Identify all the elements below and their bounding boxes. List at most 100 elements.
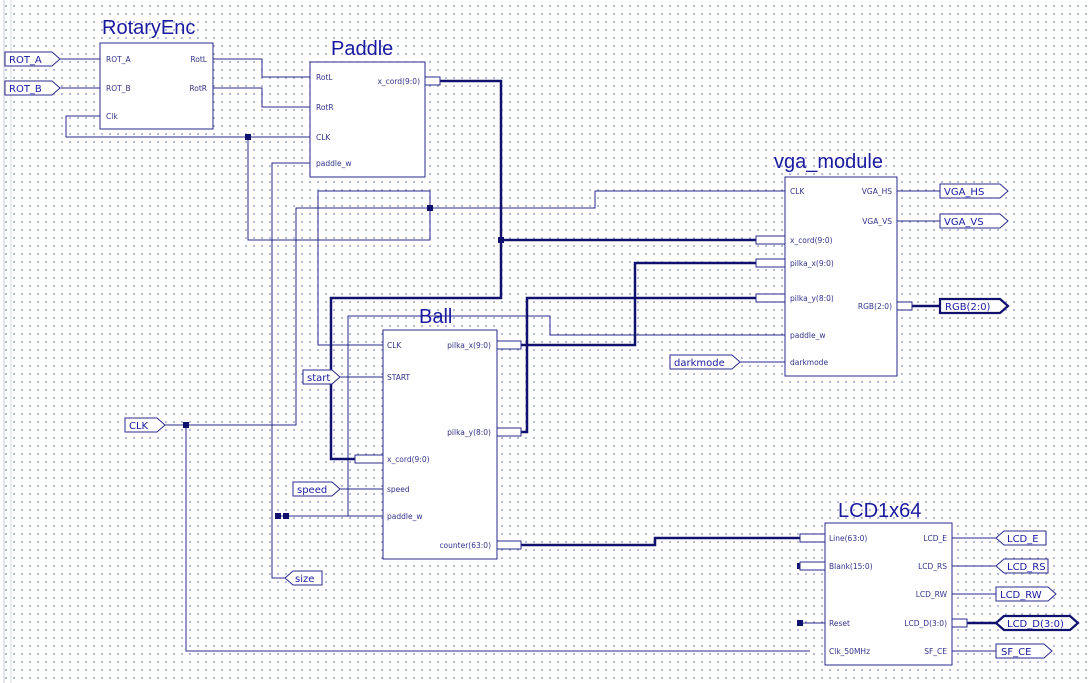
pin-label: RotL <box>316 73 333 82</box>
output-port-sf-ce[interactable]: SF_CE <box>995 643 1053 659</box>
port-label: LCD_RW <box>1000 590 1042 601</box>
bus-pin <box>755 258 786 268</box>
bus-pin <box>755 293 786 303</box>
block-paddle[interactable]: Paddle RotL RotR CLK paddle_w x_cord(9:0… <box>309 38 441 178</box>
port-label: LCD_RS <box>1007 562 1046 573</box>
bus-pin <box>799 533 826 543</box>
wire <box>213 58 310 78</box>
pin-label: LCD_RW <box>916 590 948 599</box>
port-label: CLK <box>129 421 149 432</box>
output-port-rgb[interactable]: RGB(2:0) <box>938 297 1010 315</box>
block-vga-module[interactable]: vga_module CLK x_cord(9:0) pilka_x(9:0) … <box>755 151 913 377</box>
wire <box>271 162 310 579</box>
wire <box>185 425 810 652</box>
junction-dot <box>183 422 189 428</box>
pin-label: pilka_y(8:0) <box>790 294 834 303</box>
pin-label: ROT_B <box>106 84 131 93</box>
pin-label: VGA_HS <box>862 187 892 196</box>
junction-dot <box>283 513 289 519</box>
pin-label: speed <box>387 485 410 494</box>
pin-label: LCD_E <box>923 534 947 543</box>
pin-label: Line(63:0) <box>829 534 867 543</box>
pin-label: SF_CE <box>924 647 947 656</box>
junction-dot <box>797 620 803 626</box>
port-label: speed <box>297 485 327 496</box>
pin-label: x_cord(9:0) <box>377 77 420 86</box>
port-label: ROT_B <box>9 84 42 95</box>
bus-pin <box>799 561 826 571</box>
output-port-vga-hs[interactable]: VGA_HS <box>939 183 1009 199</box>
pin-label: paddle_w <box>387 512 422 521</box>
pin-label: x_cord(9:0) <box>387 455 430 464</box>
pin-label: x_cord(9:0) <box>790 236 833 245</box>
pin-label: counter(63:0) <box>439 541 491 550</box>
bus-pin <box>496 540 522 550</box>
pin-label: RotR <box>316 103 334 112</box>
output-port-lcd-rs[interactable]: LCD_RS <box>995 558 1049 574</box>
port-label: LCD_D(3:0) <box>1007 619 1064 630</box>
bus <box>497 536 800 547</box>
port-label: darkmode <box>674 358 725 369</box>
wires <box>60 58 996 652</box>
block-ball[interactable]: Ball CLK START x_cord(9:0) speed paddle_… <box>354 306 522 560</box>
output-port-lcd-d[interactable]: LCD_D(3:0) <box>994 614 1080 632</box>
input-port-rot-a[interactable]: ROT_A <box>4 51 61 67</box>
block-title: LCD1x64 <box>838 500 921 522</box>
block-lcd1x64[interactable]: LCD1x64 Line(63:0) Blank(15:0) Reset Clk… <box>799 500 968 666</box>
pin-label: Clk <box>106 112 118 121</box>
input-port-size[interactable]: size <box>284 570 323 586</box>
pin-label: Blank(15:0) <box>829 562 873 571</box>
block-title: RotaryEnc <box>102 17 195 39</box>
input-port-darkmode[interactable]: darkmode <box>669 354 741 370</box>
block-title: vga_module <box>774 151 883 173</box>
port-label: ROT_A <box>9 55 42 66</box>
pin-label: paddle_w <box>316 159 351 168</box>
input-port-rot-b[interactable]: ROT_B <box>4 80 61 96</box>
pin-label: pilka_x(9:0) <box>447 341 491 350</box>
input-port-speed[interactable]: speed <box>292 481 341 497</box>
junction-dot <box>498 237 504 243</box>
bus-pin <box>354 454 384 464</box>
output-port-lcd-rw[interactable]: LCD_RW <box>995 586 1057 602</box>
port-label: VGA_HS <box>944 187 984 198</box>
pin-label: RotL <box>190 55 207 64</box>
bus <box>497 261 756 434</box>
bus <box>497 296 756 347</box>
pin-label: CLK <box>790 187 805 196</box>
bus-pin <box>755 235 786 245</box>
junction-dot <box>245 134 251 140</box>
wire <box>430 190 785 209</box>
port-label: RGB(2:0) <box>945 302 991 313</box>
block-rotaryenc[interactable]: RotaryEnc ROT_A ROT_B Clk RotL RotR <box>99 17 214 130</box>
bus <box>440 79 785 242</box>
pin-label: LCD_D(3:0) <box>904 619 947 628</box>
port-label: start <box>307 373 330 384</box>
bus-pin <box>951 618 968 628</box>
input-port-clk[interactable]: CLK <box>124 417 166 433</box>
pin-label: pilka_x(9:0) <box>790 259 834 268</box>
pin-label: CLK <box>316 133 331 142</box>
pin-label: START <box>387 373 411 382</box>
bus-pin <box>496 340 522 350</box>
pin-label: LCD_RS <box>918 562 947 571</box>
wire <box>247 137 431 346</box>
bus-pin <box>496 427 522 437</box>
port-label: SF_CE <box>1001 647 1031 658</box>
port-label: LCD_E <box>1007 534 1039 545</box>
pin-label: ROT_A <box>106 55 131 64</box>
wire <box>65 115 310 138</box>
wire <box>213 87 310 108</box>
wire <box>347 315 785 516</box>
pin-label: VGA_VS <box>862 217 892 226</box>
junction-dot <box>427 205 433 211</box>
output-port-vga-vs[interactable]: VGA_VS <box>939 213 1009 229</box>
block-title: Ball <box>419 306 452 328</box>
junction-dot <box>275 513 281 519</box>
output-port-lcd-e[interactable]: LCD_E <box>995 530 1047 546</box>
pin-label: CLK <box>387 341 402 350</box>
bus <box>329 240 503 461</box>
block-title: Paddle <box>331 38 393 60</box>
pin-label: darkmode <box>790 358 828 367</box>
input-port-start[interactable]: start <box>302 369 341 385</box>
